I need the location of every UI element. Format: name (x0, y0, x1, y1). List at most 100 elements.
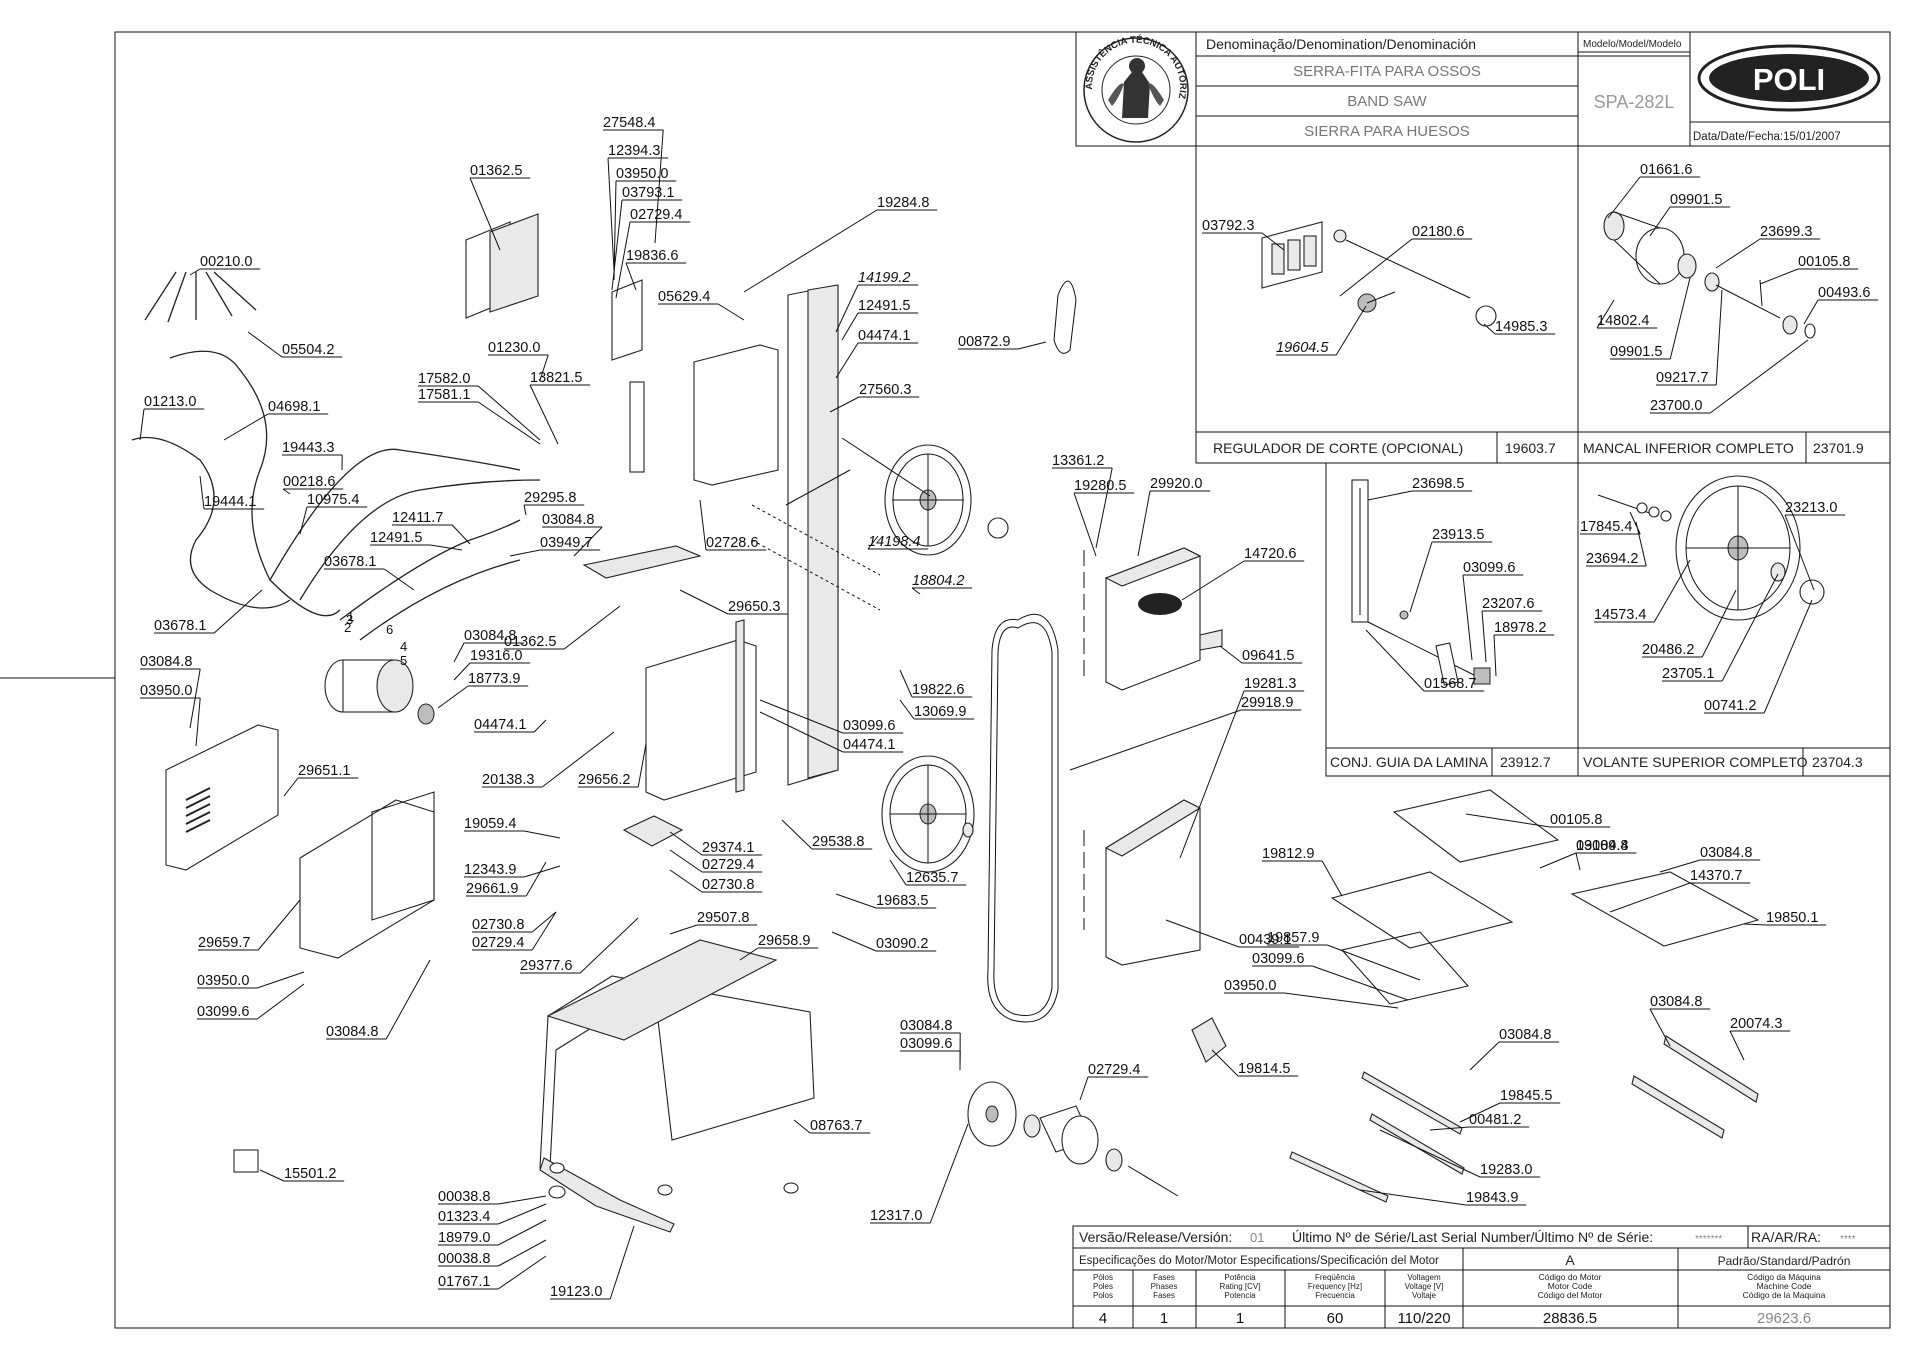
footer-col-header: Pólos (1093, 1273, 1113, 1282)
footer-col-header: Voltage [V] (1405, 1282, 1444, 1291)
leader-line (1220, 646, 1242, 663)
part-callout: 19814.5 (1212, 1050, 1298, 1077)
part-number: 00481.2 (1469, 1112, 1521, 1128)
leader-line (284, 778, 298, 796)
part-callout: 29659.7 (198, 900, 300, 951)
model-header: Modelo/Model/Modelo (1583, 39, 1682, 50)
part-number: 23700.0 (1650, 398, 1702, 414)
part-number: 17581.1 (418, 387, 470, 403)
part-number: 19280.5 (1074, 478, 1126, 494)
leader-line (196, 698, 200, 746)
part-callout: 17582.0 (418, 371, 540, 440)
part-number: 19843.9 (1466, 1190, 1518, 1206)
assembly-name: CONJ. GUIA DA LAMINA (1330, 754, 1489, 770)
part-number: 29659.7 (198, 935, 250, 951)
part-number: 23698.5 (1412, 476, 1464, 492)
part-callout: 19280.5 (1074, 478, 1134, 556)
leader-line (454, 643, 464, 662)
part-number: 03099.6 (1252, 951, 1304, 967)
part-number: 03678.1 (154, 618, 206, 634)
footer-col-header: Fases (1153, 1291, 1175, 1300)
part-number: 18979.0 (438, 1230, 490, 1246)
leader-line (498, 1204, 546, 1224)
leader-line (452, 525, 470, 544)
part-callout: 29538.8 (782, 820, 872, 850)
part-number: 04698.1 (268, 399, 320, 415)
part-number: 20074.3 (1730, 1016, 1782, 1032)
part-number: 14573.4 (1594, 607, 1646, 623)
name-pt: SERRA-FITA PARA OSSOS (1293, 63, 1481, 80)
part-number: 29377.6 (520, 958, 572, 974)
part-number: 03084.8 (1650, 994, 1702, 1010)
part-callout: 01568.7 (1366, 630, 1484, 692)
part-number: 04474.1 (843, 737, 895, 753)
leader-line (248, 332, 282, 357)
part-number: 29538.8 (812, 834, 864, 850)
part-number: 03084.8 (464, 628, 516, 644)
part-number: 14199.2 (858, 270, 910, 286)
leader-line (1650, 1009, 1670, 1046)
assembly-code: 19603.7 (1505, 440, 1556, 456)
leader-line (1138, 491, 1150, 556)
leader-line (900, 670, 912, 697)
part-callout: 17581.1 (418, 387, 540, 444)
part-callout: 12491.5 (370, 530, 462, 550)
leader-line (564, 606, 620, 649)
part-number: 00493.6 (1818, 285, 1870, 301)
footer-col-header: Frecuencia (1315, 1291, 1355, 1300)
part-drawings (132, 212, 1824, 1232)
part-callout: 19123.0 (550, 1226, 634, 1300)
part-callout: 03084.8 (1650, 994, 1710, 1046)
part-number: 19857.9 (1267, 930, 1319, 946)
part-number: 19850.1 (1766, 910, 1818, 926)
leader-line (200, 476, 204, 509)
part-number: 00741.2 (1704, 698, 1756, 714)
part-callout: 29507.8 (670, 910, 757, 934)
part-number: 19281.3 (1244, 676, 1296, 692)
leader-line (610, 1226, 634, 1299)
blade-guide-drawing (1352, 480, 1490, 685)
leader-line (670, 850, 702, 872)
leader-line (782, 820, 812, 849)
part-callout: 03084.8 (1470, 1027, 1559, 1070)
part-number: 13821.5 (530, 370, 582, 386)
part-callout: 19059.4 (464, 816, 560, 838)
leader-line (1576, 853, 1580, 870)
part-callout: 18804.2 (912, 573, 972, 594)
part-number: 29507.8 (697, 910, 749, 926)
part-callout: 19444.1 (200, 476, 264, 510)
part-number: 19316.0 (470, 648, 522, 664)
leader-line (498, 1196, 546, 1204)
leader-line (1744, 924, 1766, 925)
footer-col-header: Voltagem (1407, 1273, 1441, 1282)
part-number: 00105.8 (1798, 254, 1850, 270)
part-callout: 19822.6 (900, 670, 972, 698)
motor-spec-header: Especificações do Motor/Motor Especifica… (1079, 1255, 1439, 1267)
part-number: 19284.8 (877, 195, 929, 211)
part-callout: 13821.5 (530, 370, 590, 444)
part-number: 15501.2 (284, 1166, 336, 1182)
part-number: 04474.1 (858, 328, 910, 344)
denomination-header: Denominação/Denomination/Denominación (1206, 36, 1476, 52)
leader-line (1380, 1130, 1480, 1177)
footer-col-header: Voltaje (1412, 1291, 1437, 1300)
part-callout: 03678.1 (154, 590, 262, 634)
part-callout: 29650.3 (680, 590, 788, 615)
part-callout: 14802.4 (1597, 300, 1657, 329)
svg-text:ASSISTÊNCIA TÉCNICA AUTORIZADA: ASSISTÊNCIA TÉCNICA AUTORIZADA (0, 0, 1188, 100)
footer-col-header: Código de la Maquina (1743, 1290, 1826, 1300)
leader-line (438, 686, 468, 708)
part-number: 03949.7 (540, 535, 592, 551)
part-number: 02730.8 (472, 917, 524, 933)
part-number: 03099.6 (900, 1036, 952, 1052)
part-callout: 02729.4 (1080, 1062, 1148, 1100)
part-number: 29374.1 (702, 840, 754, 856)
part-number: 03084.8 (1700, 845, 1752, 861)
part-callout: 20074.3 (1730, 1016, 1790, 1060)
leader-line (670, 832, 702, 855)
leader-line (190, 269, 200, 275)
leader-line (1716, 239, 1760, 268)
part-callout: 18773.9 (438, 671, 528, 708)
part-number: 03950.0 (616, 166, 668, 182)
part-number: 05504.2 (282, 342, 334, 358)
